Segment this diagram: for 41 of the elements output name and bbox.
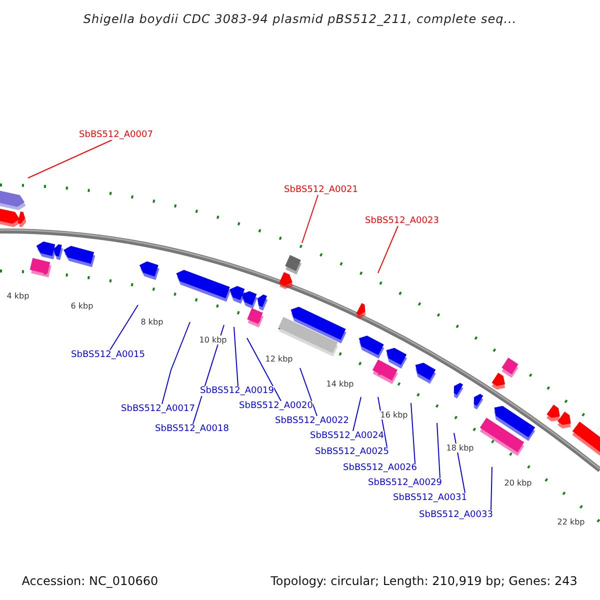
gene-label: SbBS512_A0021 <box>284 185 358 195</box>
leader-line <box>352 396 362 432</box>
leader-line <box>490 466 492 510</box>
leader-line <box>302 194 318 244</box>
leader-line <box>246 338 282 402</box>
gene-label: SbBS512_A0026 <box>343 463 417 473</box>
scale-label: 12 kbp <box>265 354 293 364</box>
scale-label: 14 kbp <box>326 380 354 388</box>
scale-label: 8 kbp <box>140 318 164 326</box>
gene-label: SbBS512_A0023 <box>365 216 439 226</box>
leader-line <box>378 226 398 274</box>
scale-label: 6 kbp <box>70 302 94 310</box>
gene-label: SbBS512_A0031 <box>393 493 467 503</box>
gene-label: SbBS512_A0017 <box>121 404 195 414</box>
gene-label: SbBS512_A0025 <box>315 447 389 457</box>
scale-label: 22 kbp <box>557 518 585 526</box>
leader-line <box>454 432 466 494</box>
gene-label: SbBS512_A0015 <box>71 350 145 360</box>
gene-label: SbBS512_A0022 <box>275 416 349 426</box>
gene-label: SbBS512_A0033 <box>419 510 493 520</box>
gene-label: SbBS512_A0007 <box>79 130 153 140</box>
leader-line <box>234 326 238 386</box>
scale-label: 16 kbp <box>380 410 408 420</box>
title: Shigella boydii CDC 3083-94 plasmid pBS512_211, complete seq... <box>83 12 517 26</box>
gene-label: SbBS512_A0020 <box>239 401 313 411</box>
footer-text: Accession: NC_010660 <box>22 574 158 588</box>
leader-line <box>410 402 416 464</box>
gene-label: SbBS512_A0024 <box>310 431 384 441</box>
footer-text: Topology: circular; Length: 210,919 bp; Genes: 243 <box>270 574 578 588</box>
gene-label: SbBS512_A0029 <box>368 478 442 488</box>
leader-line <box>28 140 112 178</box>
scale-label: 4 kbp <box>6 292 30 300</box>
gene-label: SbBS512_A0019 <box>200 386 274 396</box>
leader-line <box>110 304 138 350</box>
leader-line <box>436 422 440 478</box>
scale-label: 10 kbp <box>199 336 227 344</box>
scale-label: 18 kbp <box>446 444 474 452</box>
scale-label: 20 kbp <box>504 478 532 488</box>
gene-label: SbBS512_A0018 <box>155 424 229 434</box>
leader-line <box>300 368 318 416</box>
leader-line <box>162 322 190 404</box>
